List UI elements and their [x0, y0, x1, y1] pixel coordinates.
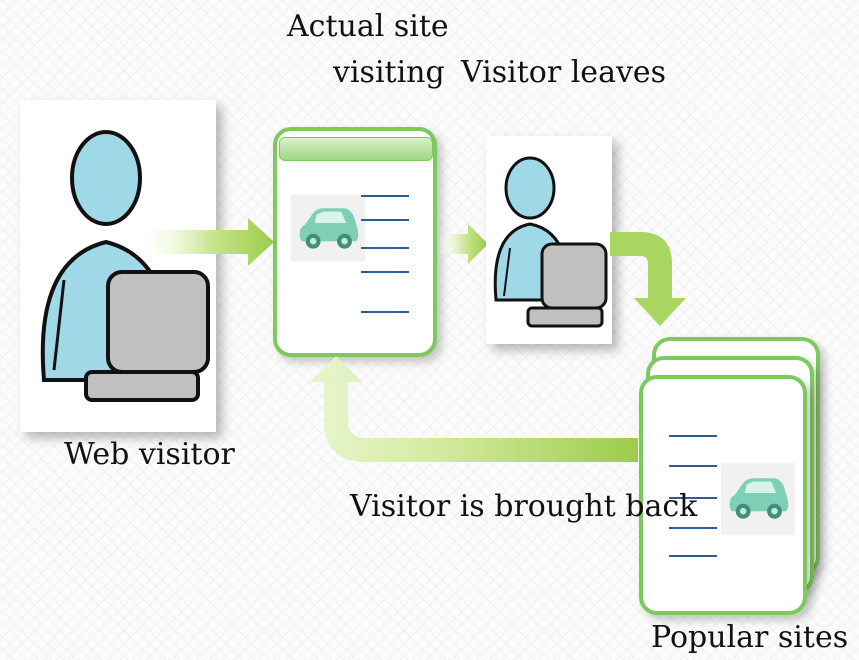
car-icon	[721, 463, 795, 535]
arrow-icon	[610, 232, 686, 326]
link-line	[361, 247, 409, 249]
arrow-icon	[140, 218, 274, 266]
car-icon	[291, 195, 365, 261]
actual-site-label: Actual site	[287, 12, 449, 42]
arrow-icon	[440, 224, 488, 264]
link-line	[361, 219, 409, 221]
web-visitor-card	[20, 100, 216, 432]
visitor-leaves-card	[486, 136, 612, 344]
visitor-leaves-label: Visitor leaves	[461, 55, 667, 90]
link-line	[361, 195, 409, 197]
popular-sites-label: Popular sites	[651, 620, 849, 655]
actual-site-label-line1: Actual site	[287, 9, 449, 44]
link-line	[669, 555, 717, 557]
laptop-icon	[84, 270, 210, 402]
popular-site-page-front	[639, 375, 807, 615]
link-line	[669, 435, 717, 437]
link-line	[361, 271, 409, 273]
actual-site-label-line2: visiting	[333, 55, 445, 90]
arrow-icon	[310, 356, 638, 462]
brought-back-label: Visitor is brought back	[350, 489, 698, 524]
web-visitor-label: Web visitor	[64, 437, 235, 472]
link-line	[669, 497, 717, 499]
page-header-bar	[279, 137, 433, 161]
link-line	[669, 527, 717, 529]
laptop-icon	[526, 242, 608, 328]
actual-site-page	[273, 127, 437, 357]
link-line	[669, 465, 717, 467]
link-line	[361, 311, 409, 313]
